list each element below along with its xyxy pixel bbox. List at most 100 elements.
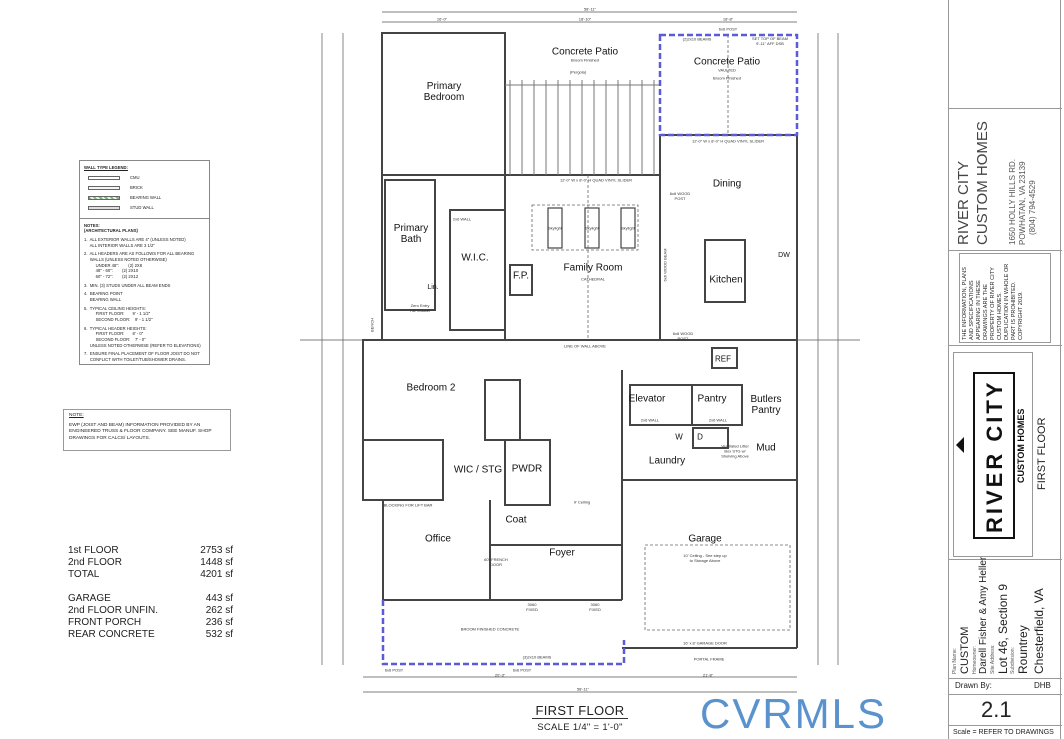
wall-type-legend: WALL TYPE LEGEND: CMU BRICK BEARING WALL… (79, 160, 210, 365)
room-coat: Coat (505, 514, 527, 526)
room-bedroom-2: Bedroom 2 (406, 382, 456, 394)
legend-item: BEARING WALL (130, 194, 162, 200)
scale-note: Scale = REFER TO DRAWINGS (953, 729, 1054, 736)
legend-item: BRICK (130, 184, 143, 190)
area-row: 2nd FLOOR 1448 sf (68, 557, 233, 569)
note-item: 6. TYPICAL HEADER HEIGHTS: FIRST FLOOR: … (84, 325, 201, 348)
french-door: 60" FRENCH DOOR (484, 557, 508, 567)
company-logo: RIVER CITY CUSTOM HOMES (953, 352, 1033, 557)
area-label: GARAGE (68, 593, 111, 604)
room-kitchen: Kitchen (709, 274, 743, 286)
pantry-wall: 2x6 WALL (708, 417, 728, 423)
architectural-notes: NOTES: (ARCHITECTURAL PLANS) 1. ALL EXTE… (80, 217, 209, 370)
area-value: 443 sf (205, 593, 233, 604)
note-item: 4. BEARING POINT BEARING WALL (84, 291, 123, 303)
room-primary-bath: Primary Bath (393, 223, 429, 245)
line-wall-above: LINE OF WALL ABOVE (564, 343, 606, 349)
area-value: 2753 sf (200, 545, 233, 556)
area-value: 1448 sf (200, 557, 233, 568)
room-powder: PWDR (511, 463, 543, 475)
room-laundry: Laundry (648, 455, 686, 467)
bearing-wall-swatch (88, 195, 120, 200)
slider-label-1: 12'-0" W x 8'-0" H QUAD VINYL SLIDER (559, 177, 633, 183)
drawing-scale: SCALE 1/4" = 1'-0" (537, 722, 623, 733)
room-fireplace: F.P. (513, 270, 529, 282)
patio2-finish: Broom Finished (712, 75, 742, 81)
area-label: FRONT PORCH (68, 617, 142, 628)
cmu-swatch (88, 175, 120, 180)
fixed-window-1: 3060 FIXED (526, 602, 538, 612)
room-primary-bedroom: Primary Bedroom (423, 81, 465, 103)
svg-text:RIVER CITY: RIVER CITY (982, 380, 1007, 533)
walls (362, 32, 798, 649)
area-label: REAR CONCRETE (68, 629, 155, 640)
refrigerator: REF (715, 354, 731, 364)
room-elevator: Elevator (628, 393, 666, 405)
note-item: 7. ENSURE FINAL PLACEMENT OF FLOOR JOIST… (84, 351, 200, 363)
subdivision: Rountrey (1016, 625, 1030, 674)
notes-title: NOTES: (ARCHITECTURAL PLANS) (84, 222, 138, 234)
legend-title: WALL TYPE LEGEND: (84, 165, 128, 170)
logo-icon: RIVER CITY CUSTOM HOMES (956, 372, 1026, 539)
sheet-number: 2.1 (981, 697, 1012, 722)
room-family: Family Room (563, 262, 623, 274)
drawn-by-label: Drawn By: (955, 681, 992, 690)
area-label: 2nd FLOOR UNFIN. (68, 605, 159, 616)
beams-top: (2)2x10 BEAMS (682, 36, 712, 42)
wood-post-1: 6x6 WOOD POST (669, 191, 691, 201)
homeowner: Darell Fisher & Amy Heller (978, 556, 989, 674)
litter-box-note: Ventilated Litter Box STG w/ Shelving Ab… (721, 443, 749, 459)
set-beam-note: SET TOP OF BEAM 9'-11" AFF DSB (752, 36, 788, 46)
post-top: 6x6 POST (718, 26, 738, 32)
area-value: 4201 sf (200, 569, 233, 580)
room-wic: W.I.C. (461, 252, 489, 264)
room-mud: Mud (756, 442, 776, 454)
room-office: Office (425, 533, 451, 545)
dim-total-bottom: 58'-11" (576, 686, 590, 692)
company-address-1: 1650 HOLLY HILLS RD. (1008, 159, 1017, 245)
dim-top-3: 18'-8" (722, 16, 734, 22)
area-label: 2nd FLOOR (68, 557, 122, 568)
dim-bottom-1: 20'-3" (494, 672, 506, 678)
legend-item: CMU (130, 174, 140, 180)
beams-bottom: (3)2x10 BEAMS (522, 654, 552, 660)
slider-label-2: 12'-0" W x 8'-0" H QUAD VINYL SLIDER (691, 138, 765, 144)
svg-text:CUSTOM HOMES: CUSTOM HOMES (1016, 409, 1026, 483)
mls-watermark: CVRMLS (700, 690, 888, 737)
dishwasher: DW (778, 252, 790, 260)
area-table: 1st FLOOR 2753 sf 2nd FLOOR 1448 sf TOTAL 4… (68, 545, 233, 641)
brick-swatch (88, 185, 120, 190)
wood-post-2: 6x6 WOOD POST (672, 331, 694, 341)
area-value: 262 sf (205, 605, 233, 616)
ewp-note: NOTE: EWP (JOIST AND BEAM) INFORMATION P… (63, 409, 231, 451)
post-bottom-1: 6x6 POST (384, 667, 404, 673)
elevator-wall: 2x6 WALL (640, 417, 660, 423)
post-bottom-2: 6x6 POST (512, 667, 532, 673)
drawing-title: FIRST FLOOR (532, 703, 628, 719)
zero-entry-shower: Zero Entry Tile Shower (409, 303, 431, 313)
room-garage: Garage (688, 533, 722, 545)
area-row: 1st FLOOR 2753 sf (68, 545, 233, 557)
room-dining: Dining (712, 178, 742, 190)
ewp-note-title: NOTE: (69, 413, 84, 418)
beam-lines (381, 33, 799, 666)
drawn-by: DHB (1034, 681, 1051, 690)
copyright-notice: THE INFORMATION, PLANS AND SPECIFICATION… (959, 253, 1051, 343)
skylights (547, 207, 636, 249)
site-address: Lot 46, Section 9 (996, 583, 1010, 674)
broom-concrete: BROOM FINISHED CONCRETE (460, 626, 520, 632)
plan-name: CUSTOM (959, 626, 971, 674)
ewp-note-text: EWP (JOIST AND BEAM) INFORMATION PROVIDE… (69, 423, 212, 441)
pergola-rafters (505, 80, 660, 175)
area-row: GARAGE 443 sf (68, 593, 233, 605)
area-label: 1st FLOOR (68, 545, 119, 556)
blocking-lift-bar: BLOCKING FOR LIFT BAR (383, 502, 433, 508)
area-label: TOTAL (68, 569, 100, 580)
family-cathedral: CATHEDRAL (581, 276, 605, 282)
room-wic-storage: WIC / STG (453, 464, 503, 476)
garage-note: 10' Ceiling - See step up to Storage Abo… (683, 553, 727, 563)
company-name-2: CUSTOM HOMES (974, 121, 991, 245)
hidden-lines (531, 35, 791, 631)
